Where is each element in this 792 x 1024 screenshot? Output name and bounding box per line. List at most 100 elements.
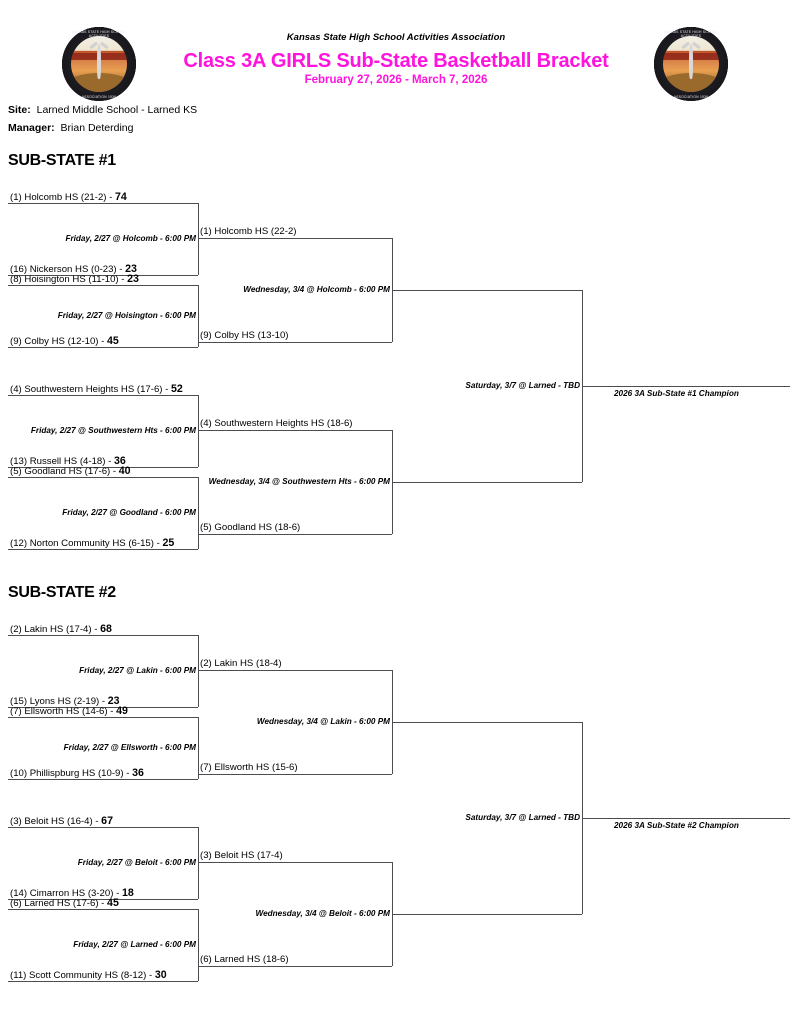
round1-connector	[198, 285, 199, 347]
team-name: (5) Goodland HS (17-6) -	[10, 466, 119, 477]
manager-label: Manager:	[8, 122, 55, 134]
team-name: (6) Larned HS (17-6) -	[10, 898, 108, 909]
seal-figure-arm-right	[692, 41, 701, 50]
round2-line-top	[198, 238, 392, 239]
team-name: (6) Larned HS (18-6)	[200, 954, 289, 965]
round1-team-bottom: (16) Nickerson HS (0-23) - 23	[10, 263, 137, 275]
section-heading-2: SUB-STATE #2	[8, 584, 116, 601]
round2-game-info: Wednesday, 3/4 @ Southwestern Hts - 6:00…	[208, 477, 390, 486]
round1-game-info: Friday, 2/27 @ Beloit - 6:00 PM	[77, 858, 196, 867]
round2-line-top	[198, 670, 392, 671]
round2-team-bottom: (5) Goodland HS (18-6)	[200, 522, 300, 533]
team-score: 40	[118, 465, 131, 477]
team-score: 52	[171, 383, 183, 395]
round1-connector	[198, 395, 199, 467]
team-score: 68	[100, 623, 112, 635]
team-score: 36	[132, 767, 144, 779]
kshsaa-seal-icon-right: KANSAS STATE HIGH SCHOOL ACTIVITIES ASSO…	[654, 27, 728, 101]
manager-line: Manager: Brian Deterding	[8, 122, 134, 134]
team-score: 49	[116, 705, 128, 717]
team-name: (1) Holcomb HS (21-2) -	[10, 192, 116, 203]
round1-line-bottom	[8, 347, 198, 348]
team-score: 23	[107, 695, 120, 707]
round1-team-top: (5) Goodland HS (17-6) - 40	[10, 465, 131, 477]
team-name: (3) Beloit HS (16-4) -	[10, 816, 102, 827]
round2-game-info: Wednesday, 3/4 @ Holcomb - 6:00 PM	[243, 285, 390, 294]
team-name: (14) Cimarron HS (3-20) -	[10, 888, 122, 899]
round1-team-bottom: (13) Russell HS (4-18) - 36	[10, 455, 126, 467]
round1-line-top	[8, 909, 198, 910]
team-name: (16) Nickerson HS (0-23) -	[10, 264, 126, 275]
team-name: (15) Lyons HS (2-19) -	[10, 696, 108, 707]
round1-connector	[198, 203, 199, 275]
round2-line-bottom	[198, 774, 392, 775]
team-score: 25	[162, 537, 175, 549]
page-title: Class 3A GIRLS Sub-State Basketball Brac…	[183, 50, 609, 72]
round2-team-top: (2) Lakin HS (18-4)	[200, 658, 282, 669]
team-name: (7) Ellsworth HS (15-6)	[200, 762, 298, 773]
team-name: (12) Norton Community HS (6-15) -	[10, 538, 163, 549]
champion-line	[582, 386, 790, 387]
round2-line-top	[198, 430, 392, 431]
round1-connector	[198, 477, 199, 549]
seal-text-bottom: ASSOCIATION 1936	[673, 94, 709, 99]
round1-line-bottom	[8, 899, 198, 900]
round1-line-top	[8, 395, 198, 396]
final-line-bottom	[392, 482, 582, 483]
team-score: 23	[127, 273, 139, 285]
round1-line-bottom	[8, 981, 198, 982]
team-score: 74	[115, 191, 127, 203]
round1-team-top: (4) Southwestern Heights HS (17-6) - 52	[10, 383, 183, 395]
round1-team-bottom: (11) Scott Community HS (8-12) - 30	[10, 969, 167, 981]
section-heading-1: SUB-STATE #1	[8, 152, 116, 169]
round1-team-bottom: (14) Cimarron HS (3-20) - 18	[10, 887, 134, 899]
team-name: (3) Beloit HS (17-4)	[200, 850, 283, 861]
round1-line-bottom	[8, 549, 198, 550]
round1-connector	[198, 635, 199, 707]
team-score: 36	[113, 455, 126, 467]
team-name: (2) Lakin HS (18-4)	[200, 658, 282, 669]
seal-figure	[96, 43, 102, 79]
seal-text-bottom: ASSOCIATION 1936	[81, 94, 117, 99]
round1-team-top: (8) Hoisington HS (11-10) - 23	[10, 273, 139, 285]
team-name: (10) Phillispburg HS (10-9) -	[10, 768, 133, 779]
team-name: (13) Russell HS (4-18) -	[10, 456, 114, 467]
round2-team-top: (3) Beloit HS (17-4)	[200, 850, 283, 861]
final-line-bottom	[392, 914, 582, 915]
round1-line-bottom	[8, 467, 198, 468]
round1-line-bottom	[8, 707, 198, 708]
round1-game-info: Friday, 2/27 @ Holcomb - 6:00 PM	[65, 234, 196, 243]
round1-game-info: Friday, 2/27 @ Goodland - 6:00 PM	[62, 508, 196, 517]
round1-line-top	[8, 717, 198, 718]
round1-team-top: (2) Lakin HS (17-4) - 68	[10, 623, 112, 635]
seal-figure-arm-right	[100, 41, 109, 50]
round1-line-bottom	[8, 779, 198, 780]
team-name: (7) Ellsworth HS (14-6) -	[10, 706, 117, 717]
round2-line-bottom	[198, 534, 392, 535]
champion-label: 2026 3A Sub-State #2 Champion	[614, 821, 739, 830]
date-range: February 27, 2026 - March 7, 2026	[304, 74, 488, 86]
round1-team-bottom: (10) Phillispburg HS (10-9) - 36	[10, 767, 144, 779]
round1-team-bottom: (12) Norton Community HS (6-15) - 25	[10, 537, 174, 549]
site-value: Larned Middle School - Larned KS	[36, 104, 198, 116]
site-line: Site: Larned Middle School - Larned KS	[8, 104, 197, 116]
seal-inner	[71, 36, 127, 92]
round1-connector	[198, 717, 199, 779]
team-name: (11) Scott Community HS (8-12) -	[10, 970, 155, 981]
round1-team-bottom: (9) Colby HS (12-10) - 45	[10, 335, 119, 347]
round2-team-top: (1) Holcomb HS (22-2)	[200, 226, 297, 237]
round2-team-top: (4) Southwestern Heights HS (18-6)	[200, 418, 353, 429]
round1-team-top: (1) Holcomb HS (21-2) - 74	[10, 191, 127, 203]
team-score: 23	[125, 263, 137, 275]
round1-team-bottom: (15) Lyons HS (2-19) - 23	[10, 695, 120, 707]
team-score: 30	[154, 969, 167, 981]
team-name: (2) Lakin HS (17-4) -	[10, 624, 101, 635]
round2-game-info: Wednesday, 3/4 @ Beloit - 6:00 PM	[255, 909, 390, 918]
round1-team-top: (7) Ellsworth HS (14-6) - 49	[10, 705, 128, 717]
seal-figure	[688, 43, 694, 79]
team-name: (5) Goodland HS (18-6)	[200, 522, 301, 533]
seal-text-top: KANSAS STATE HIGH SCHOOL ACTIVITIES	[663, 29, 719, 38]
association-name: Kansas State High School Activities Asso…	[286, 32, 506, 43]
team-score: 18	[121, 887, 134, 899]
